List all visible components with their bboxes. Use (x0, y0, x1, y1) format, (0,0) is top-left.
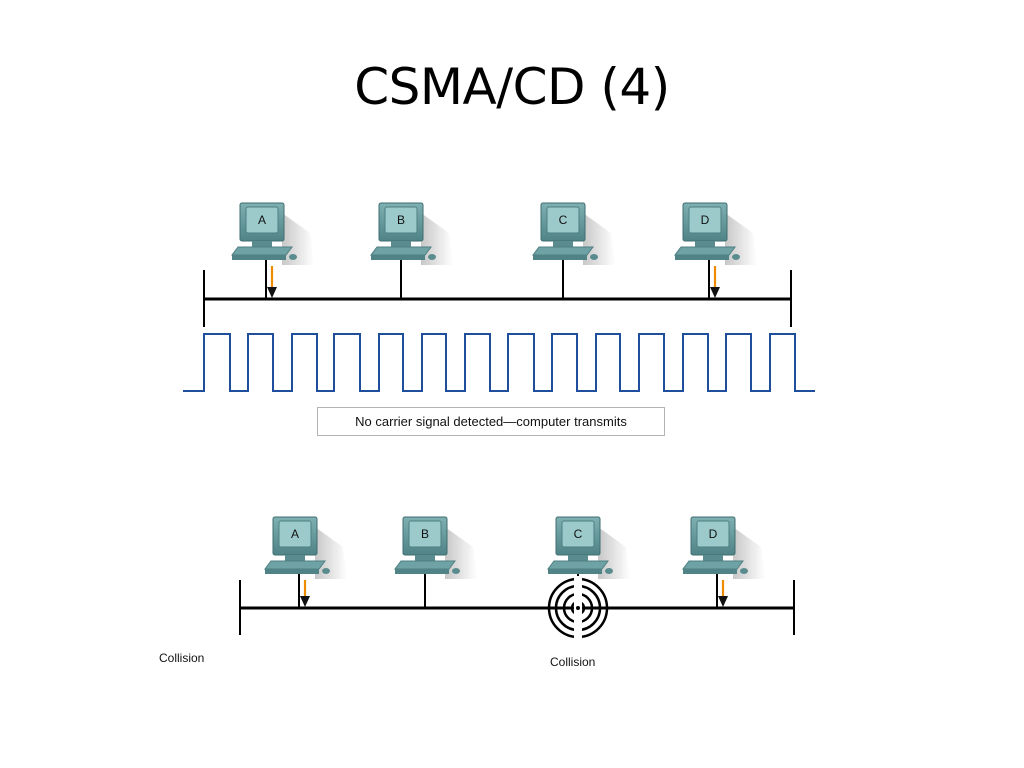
top-computer-d: D (674, 202, 757, 299)
top-bus (203, 270, 792, 327)
bottom-computer-b: B (394, 516, 477, 608)
transmit-arrow-icon (718, 580, 728, 607)
collision-label-center: Collision (550, 655, 596, 669)
bottom-computer-c: C (547, 516, 630, 608)
computer-label: A (291, 527, 299, 541)
top-computer-a: A (231, 202, 314, 299)
bottom-computers: A B C D (264, 516, 765, 608)
top-computer-c: C (532, 202, 615, 299)
carrier-signal-wave (183, 333, 815, 392)
computer-label: D (701, 213, 710, 227)
bottom-computer-a: A (264, 516, 347, 608)
computer-label: B (421, 527, 429, 541)
bottom-computer-d: D (682, 516, 765, 608)
collision-rings-icon (547, 576, 609, 640)
computer-label: A (258, 213, 266, 227)
computer-label: C (559, 213, 568, 227)
transmit-arrow-icon (267, 266, 277, 298)
transmit-arrow-icon (710, 266, 720, 298)
computer-label: D (709, 527, 718, 541)
computer-label: C (574, 527, 583, 541)
caption-box: No carrier signal detected—computer tran… (317, 407, 665, 436)
bottom-bus (239, 580, 795, 635)
computer-label: B (397, 213, 405, 227)
top-computer-b: B (370, 202, 453, 299)
collision-label-left: Collision (159, 651, 205, 665)
transmit-arrow-icon (300, 580, 310, 607)
top-computers: A B C D (231, 202, 757, 299)
slide-title: CSMA/CD (4) (354, 58, 670, 116)
